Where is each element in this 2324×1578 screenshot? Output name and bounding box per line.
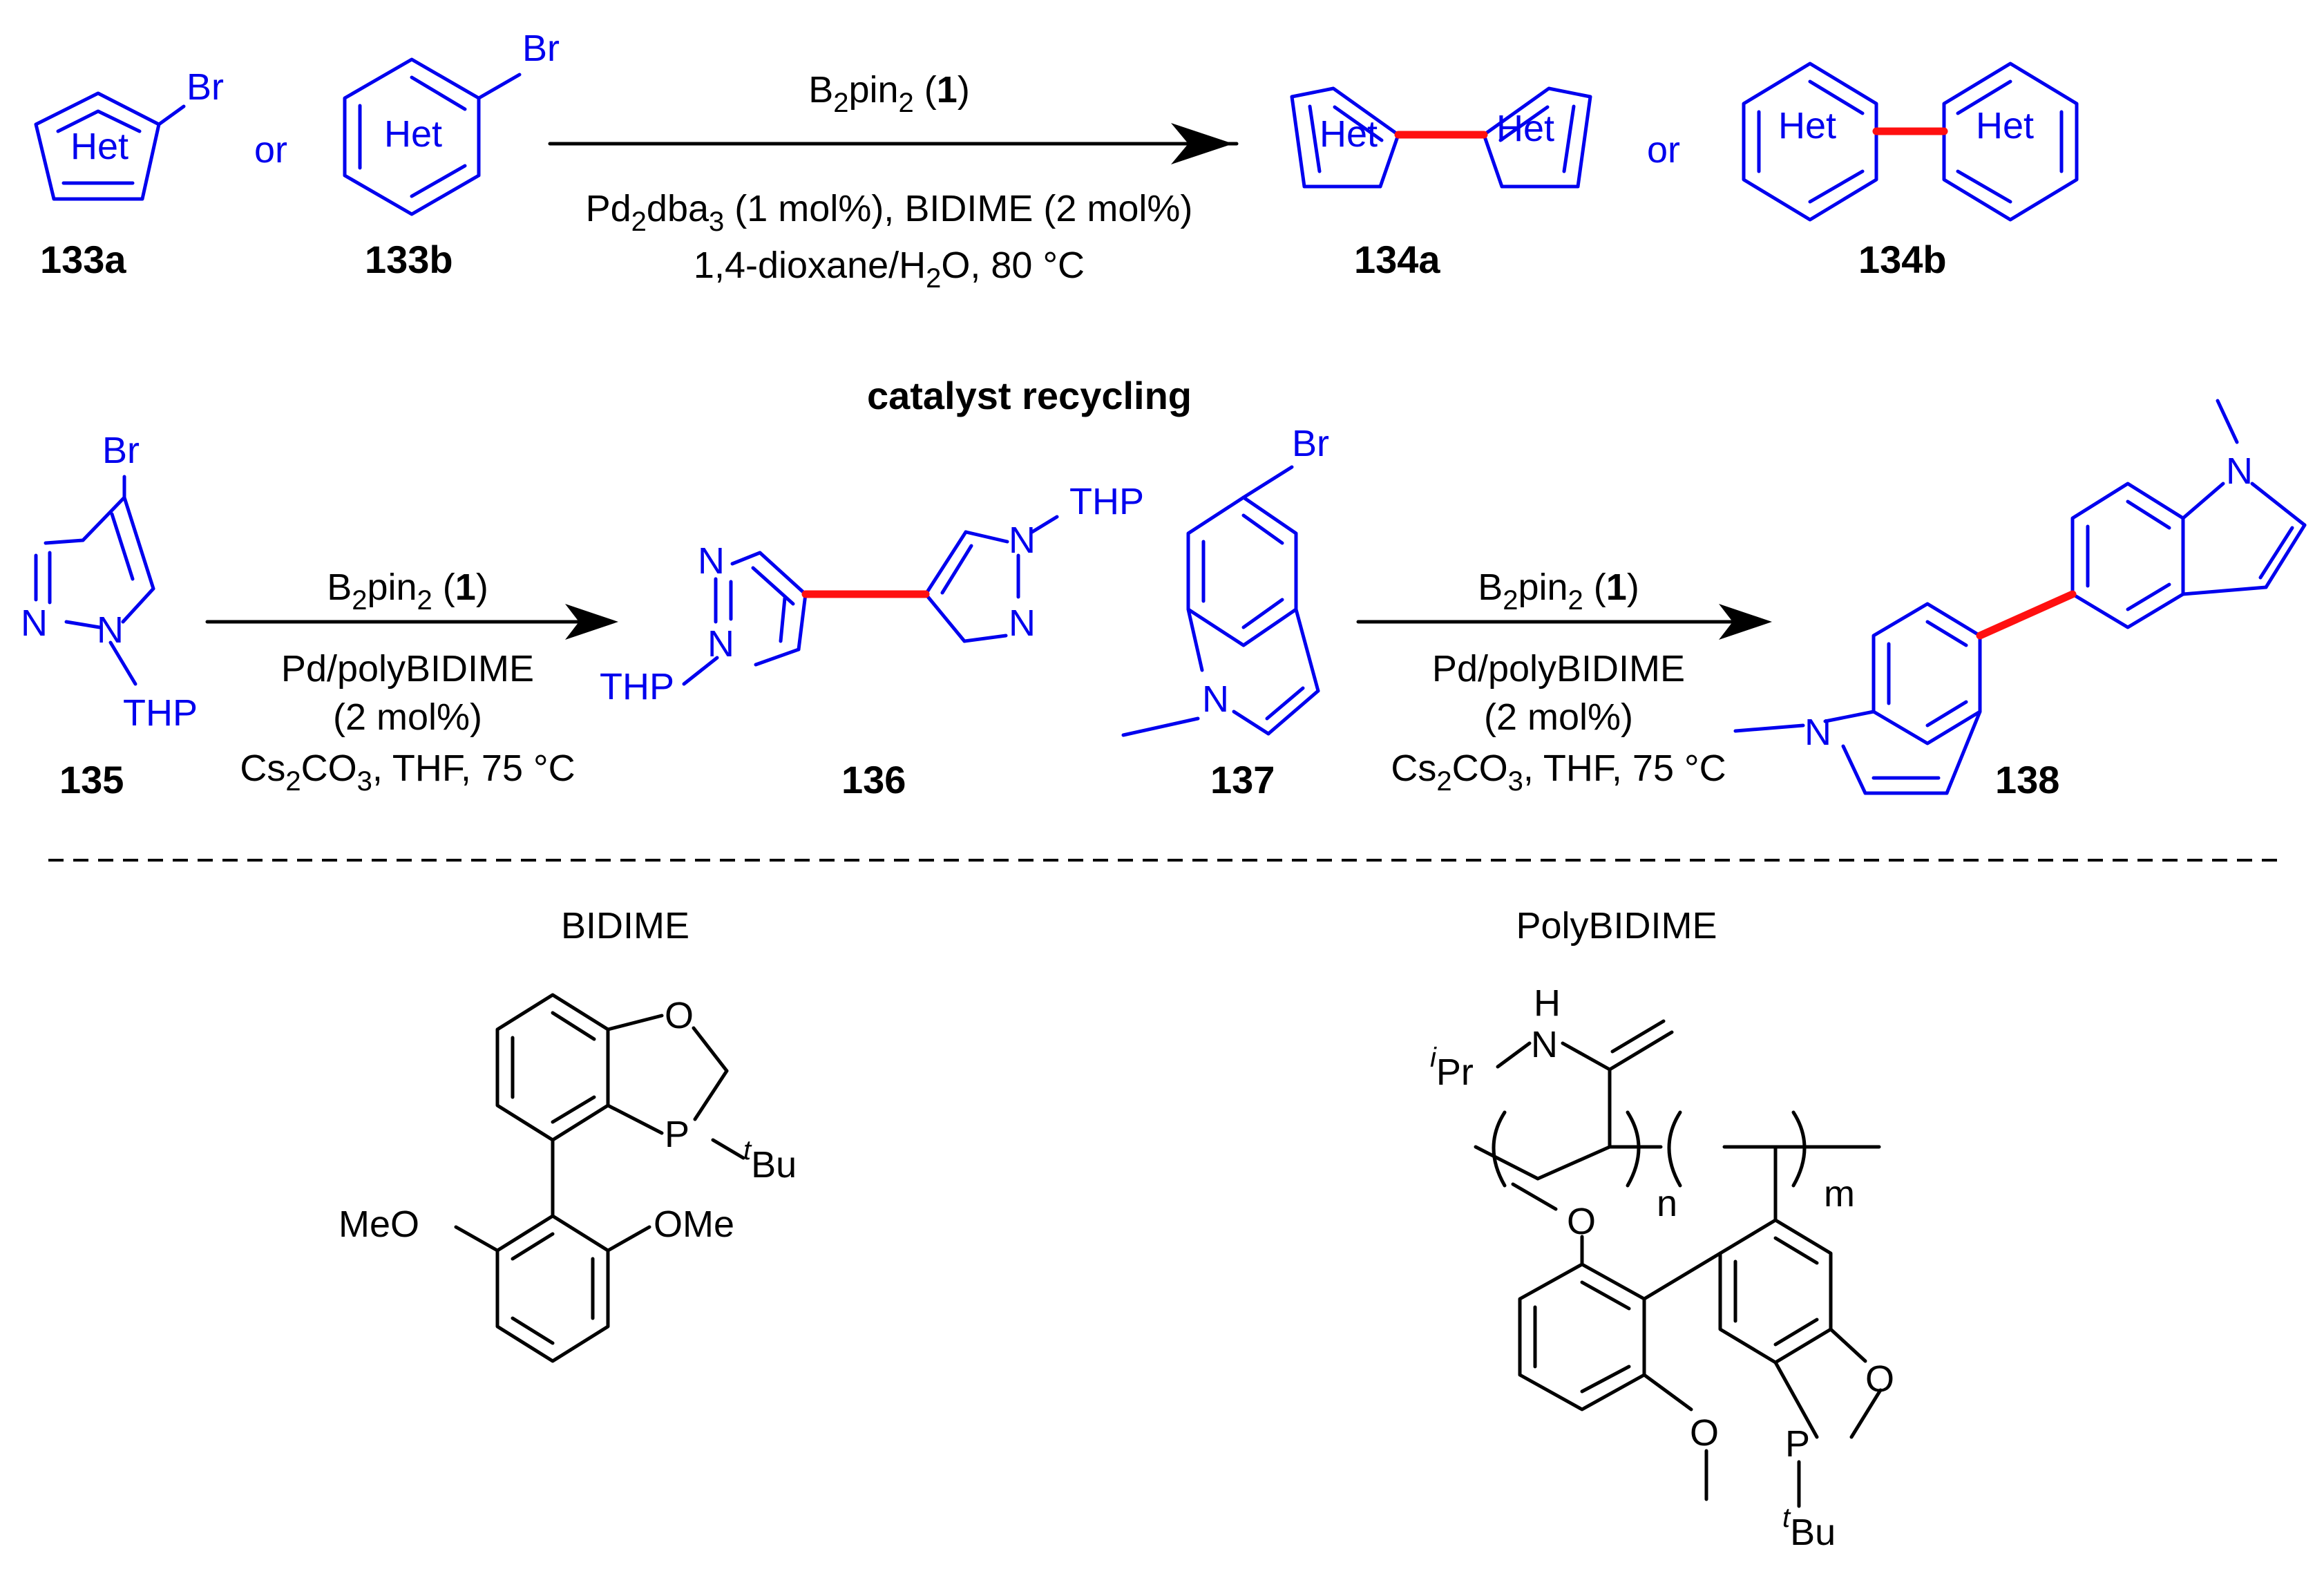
bromo-label: Br (102, 430, 140, 471)
phosphorus-label: P (1785, 1423, 1810, 1465)
oxygen-label: O (1567, 1201, 1596, 1242)
het-label: Het (1976, 105, 2034, 146)
tert-butyl-label: tBu (743, 1135, 797, 1186)
nitrogen-label: N (1531, 1024, 1558, 1065)
compound-138-structure: N N (1733, 399, 2307, 795)
bromo-label: Br (522, 28, 560, 69)
condition-text-3a: Pd/polyBIDIME (1432, 648, 1685, 690)
het-label: Het (1320, 113, 1378, 155)
nitrogen-label: N (707, 623, 734, 665)
tert-butyl-label: tBu (1782, 1503, 1836, 1553)
reaction-arrow-1 (548, 123, 1239, 164)
phosphorus-label: P (665, 1114, 689, 1155)
reaction-arrow-3 (1356, 604, 1772, 640)
reaction-arrow-2 (205, 604, 618, 640)
thp-label: THP (1069, 481, 1144, 522)
isopropyl-label: iPr (1430, 1043, 1474, 1093)
polybidime-label: PolyBIDIME (1516, 905, 1717, 947)
compound-label-134b: 134b (1858, 238, 1947, 281)
methoxy-label: MeO (339, 1204, 419, 1245)
section-title: catalyst recycling (867, 374, 1192, 417)
condition-text-3b: (2 mol%) (1484, 696, 1633, 738)
compound-136-structure: N N THP N N THP (600, 481, 1144, 707)
methoxy-label: OMe (654, 1204, 734, 1245)
or-text: or (1647, 129, 1680, 171)
condition-text-3c: Cs2CO3, THF, 75 °C (1391, 748, 1726, 797)
compound-label-137: 137 (1210, 758, 1275, 801)
condition-text-2b: (2 mol%) (333, 696, 482, 738)
nitrogen-label: N (1804, 712, 1831, 753)
bromo-label: Br (1292, 423, 1329, 464)
compound-134a-structure: Het Het (1290, 86, 1592, 189)
oxygen-label: O (1690, 1412, 1719, 1454)
condition-text-2c: Cs2CO3, THF, 75 °C (240, 748, 575, 797)
het-label: Het (70, 126, 128, 167)
bromo-label: Br (187, 66, 224, 108)
polybidime-structure: H N iPr n m O P tBu O O (1430, 982, 1894, 1553)
nitrogen-label: N (698, 540, 725, 582)
repeat-m-label: m (1824, 1173, 1855, 1215)
het-label: Het (1778, 105, 1836, 146)
compound-label-135: 135 (59, 758, 124, 801)
reagent-text-3: B2pin2 (1) (1478, 567, 1639, 616)
thp-label: THP (600, 666, 674, 707)
het-label: Het (384, 113, 442, 155)
compound-label-133a: 133a (40, 238, 126, 281)
reagent-text-2: B2pin2 (1) (327, 567, 488, 616)
condition-text-1a: Pd2dba3 (1 mol%), BIDIME (2 mol%) (586, 188, 1193, 237)
compound-135-structure: Br N N THP (21, 430, 198, 734)
reagent-text-1: B2pin2 (1) (808, 69, 970, 118)
nitrogen-label: N (1009, 602, 1036, 644)
bidime-structure: O P tBu MeO OMe (339, 993, 797, 1363)
thp-label: THP (123, 692, 198, 734)
hydrogen-label: H (1534, 982, 1561, 1024)
nitrogen-label: N (1202, 678, 1229, 720)
condition-text-1b: 1,4-dioxane/H2O, 80 °C (694, 245, 1085, 294)
nitrogen-label: N (97, 609, 124, 651)
repeat-n-label: n (1657, 1183, 1677, 1224)
nitrogen-label: N (2226, 450, 2253, 492)
compound-134b-structure: Het Het (1742, 61, 2079, 222)
oxygen-label: O (665, 995, 694, 1036)
nitrogen-label: N (21, 602, 48, 644)
compound-label-134a: 134a (1354, 238, 1440, 281)
compound-133a-structure: Het Br (34, 66, 224, 201)
bidime-label: BIDIME (561, 905, 689, 947)
nitrogen-label: N (1009, 520, 1036, 561)
het-label: Het (1496, 108, 1554, 149)
compound-133b-structure: Het Br (343, 28, 560, 216)
compound-label-136: 136 (841, 758, 906, 801)
condition-text-2a: Pd/polyBIDIME (281, 648, 534, 690)
or-text: or (254, 129, 287, 171)
oxygen-label: O (1865, 1358, 1894, 1400)
compound-label-133b: 133b (365, 238, 453, 281)
compound-137-structure: Br N (1121, 423, 1329, 737)
compound-label-138: 138 (1995, 758, 2059, 801)
